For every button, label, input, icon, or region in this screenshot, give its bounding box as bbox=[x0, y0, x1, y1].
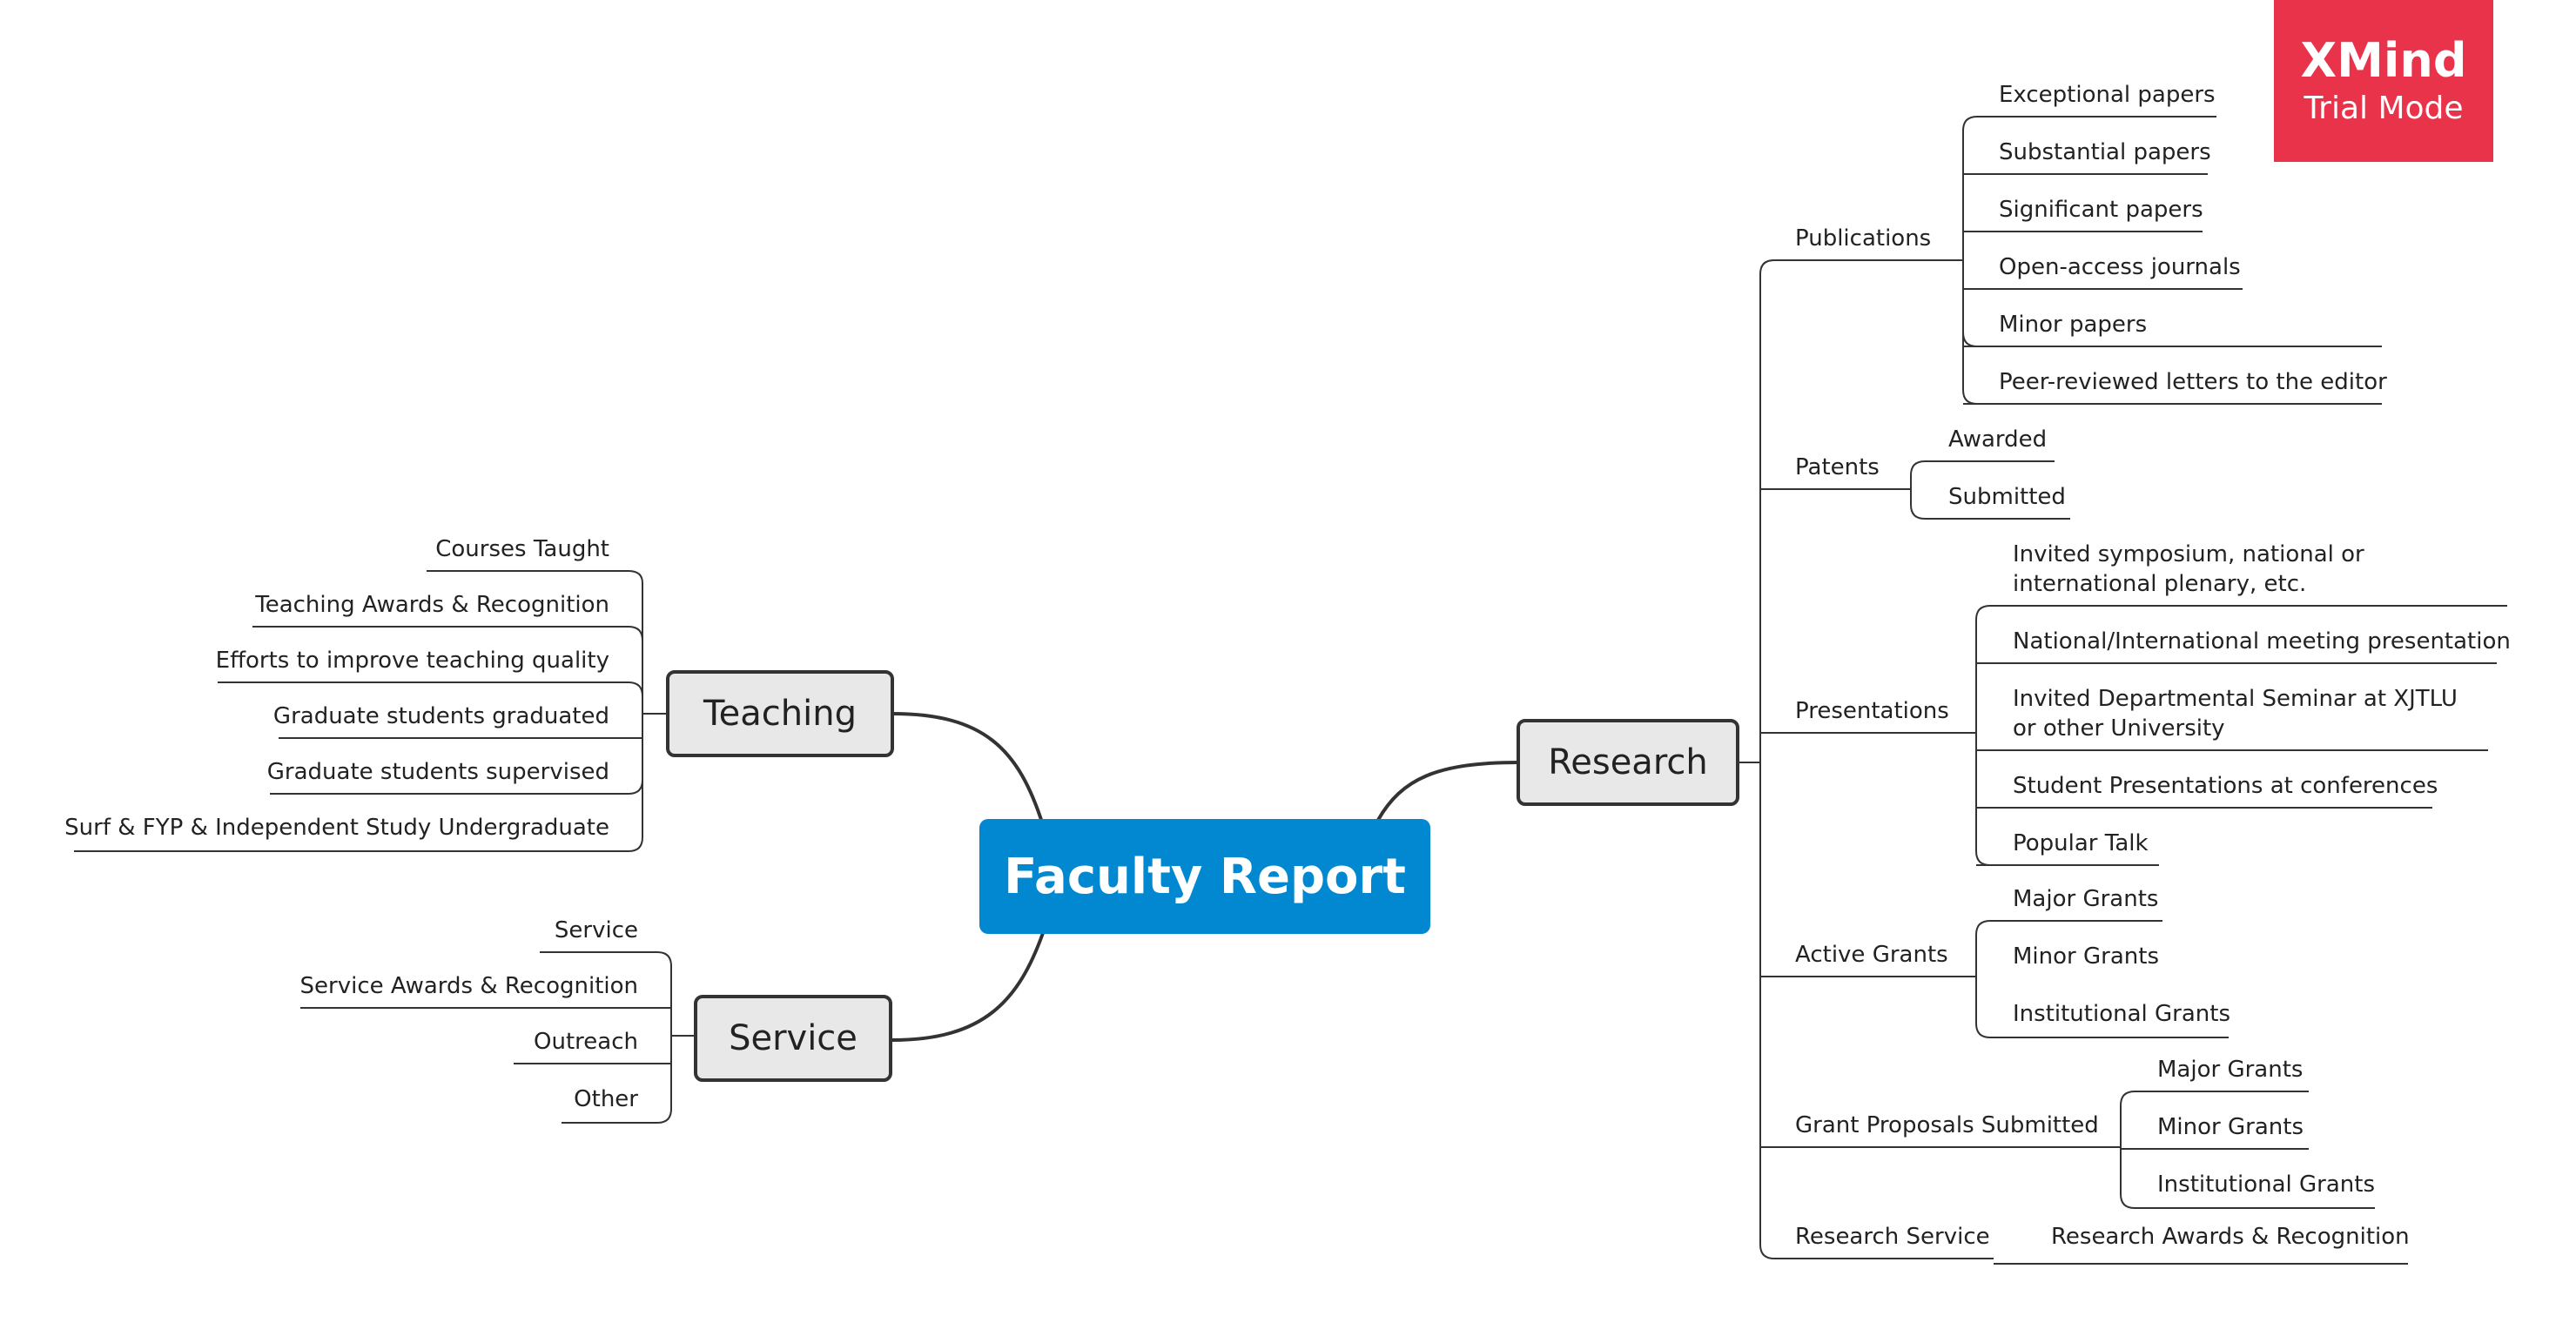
leaf-patents-submitted[interactable]: Submitted bbox=[1948, 484, 2066, 510]
subtopic-patents[interactable]: Patents bbox=[1795, 454, 1880, 480]
leaf-exceptional-papers[interactable]: Exceptional papers bbox=[1999, 82, 2216, 108]
leaf-proposal-minor-grants[interactable]: Minor Grants bbox=[2157, 1114, 2304, 1140]
subtopic-teaching-awards[interactable]: Teaching Awards & Recognition bbox=[255, 592, 609, 618]
xmind-trial-badge: XMind Trial Mode bbox=[2274, 0, 2493, 162]
leaf-invited-seminar[interactable]: Invited Departmental Seminar at XJTLU or… bbox=[2013, 686, 2458, 742]
leaf-active-major-grants[interactable]: Major Grants bbox=[2013, 886, 2159, 912]
subtopic-service[interactable]: Service bbox=[554, 917, 638, 943]
subtopic-service-awards[interactable]: Service Awards & Recognition bbox=[299, 973, 638, 999]
subtopic-surf-fyp[interactable]: Surf & FYP & Independent Study Undergrad… bbox=[64, 815, 609, 841]
leaf-peer-reviewed-letters[interactable]: Peer-reviewed letters to the editor bbox=[1999, 369, 2387, 395]
subtopic-grads-supervised[interactable]: Graduate students supervised bbox=[266, 759, 609, 785]
subtopic-grads-graduated[interactable]: Graduate students graduated bbox=[272, 703, 609, 729]
subtopic-research-service[interactable]: Research Service bbox=[1795, 1224, 1990, 1250]
leaf-student-presentations[interactable]: Student Presentations at conferences bbox=[2013, 773, 2438, 799]
leaf-active-institutional-grants[interactable]: Institutional Grants bbox=[2013, 1001, 2230, 1027]
leaf-invited-symposium[interactable]: Invited symposium, national or internati… bbox=[2013, 541, 2364, 597]
subtopic-publications[interactable]: Publications bbox=[1795, 225, 1932, 252]
leaf-substantial-papers[interactable]: Substantial papers bbox=[1999, 139, 2211, 165]
subtopic-outreach[interactable]: Outreach bbox=[534, 1029, 638, 1055]
topic-teaching[interactable]: Teaching bbox=[666, 670, 894, 757]
topic-research-label: Research bbox=[1548, 742, 1708, 782]
central-topic-label: Faculty Report bbox=[1004, 848, 1406, 905]
subtopic-presentations[interactable]: Presentations bbox=[1795, 698, 1949, 724]
badge-subtitle: Trial Mode bbox=[2304, 91, 2464, 126]
leaf-active-minor-grants[interactable]: Minor Grants bbox=[2013, 943, 2159, 970]
leaf-proposal-institutional-grants[interactable]: Institutional Grants bbox=[2157, 1172, 2375, 1198]
leaf-proposal-major-grants[interactable]: Major Grants bbox=[2157, 1057, 2304, 1083]
subtopic-active-grants[interactable]: Active Grants bbox=[1795, 942, 1948, 968]
leaf-research-awards[interactable]: Research Awards & Recognition bbox=[2051, 1224, 2410, 1250]
leaf-significant-papers[interactable]: Significant papers bbox=[1999, 197, 2203, 223]
subtopic-other[interactable]: Other bbox=[574, 1086, 638, 1112]
subtopic-grant-proposals[interactable]: Grant Proposals Submitted bbox=[1795, 1112, 2099, 1138]
central-topic[interactable]: Faculty Report bbox=[979, 819, 1430, 934]
leaf-national-meeting[interactable]: National/International meeting presentat… bbox=[2013, 628, 2511, 655]
leaf-minor-papers[interactable]: Minor papers bbox=[1999, 312, 2148, 338]
badge-title: XMind bbox=[2300, 33, 2467, 88]
leaf-popular-talk[interactable]: Popular Talk bbox=[2013, 830, 2149, 856]
topic-service[interactable]: Service bbox=[694, 995, 892, 1082]
topic-teaching-label: Teaching bbox=[703, 694, 857, 734]
subtopic-courses-taught[interactable]: Courses Taught bbox=[435, 536, 609, 562]
leaf-patents-awarded[interactable]: Awarded bbox=[1948, 426, 2048, 453]
leaf-open-access-journals[interactable]: Open-access journals bbox=[1999, 254, 2241, 280]
topic-service-label: Service bbox=[729, 1018, 858, 1058]
topic-research[interactable]: Research bbox=[1517, 719, 1739, 806]
subtopic-teaching-quality[interactable]: Efforts to improve teaching quality bbox=[215, 648, 609, 674]
